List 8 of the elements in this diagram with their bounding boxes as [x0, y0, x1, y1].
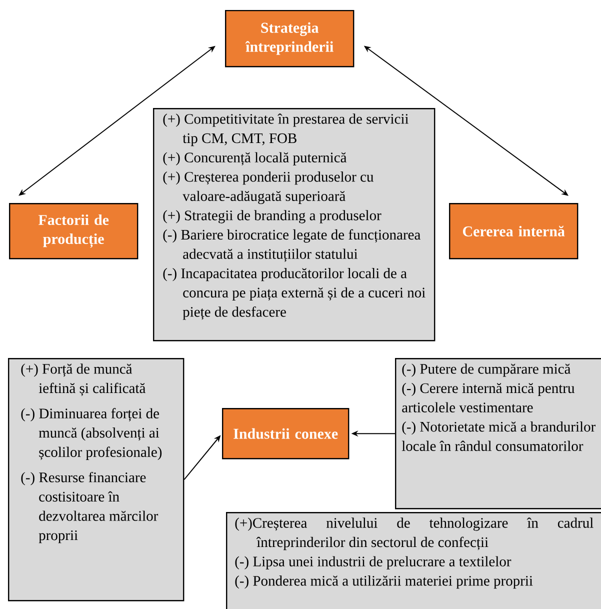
- factor-list-box: (-) Putere de cumpărare mică (-) Cerere internă mică pentru articolele vestimentare (-) Notorietate mică a brandurilor locale în rândul consumatorilor: [395, 358, 601, 510]
- factor-list-box: (+)Creșterea nivelului de tehnologizare în cadrul întreprinderilor din sectorul de confecții (-) Lipsa unei industrii de prelucrare a textilelor (-) Ponderea mică a utilizării materiei prime proprii: [226, 512, 601, 609]
- category-box: Factorii de producție: [9, 203, 138, 260]
- category-box: Strategia întreprinderii: [225, 10, 354, 68]
- category-box: Cererea internă: [449, 203, 578, 260]
- factor-list-box: (+) Competitivitate în prestarea de servicii tip CM, CMT, FOB (+) Concurență locală puternică (+) Creșterea ponderii produselor cu valoare-adăugată superioară (+) Strategii de branding a produselor (-) Bariere birocratice legate de funcționarea adecvată a instituțiilor statului (-) Incapacitatea producătorilor locali de a concura pe piața externă și de a cuceri noi piețe de desfacere: [153, 108, 436, 342]
- category-box: Industrii conexe: [222, 408, 350, 460]
- factor-list-box: (+) Forță de muncă ieftină și calificată (-) Diminuarea forței de muncă (absolvenți ai școlilor profesionale) (-) Resurse financiare costisitoare în dezvoltarea mărcilor proprii: [8, 358, 184, 602]
